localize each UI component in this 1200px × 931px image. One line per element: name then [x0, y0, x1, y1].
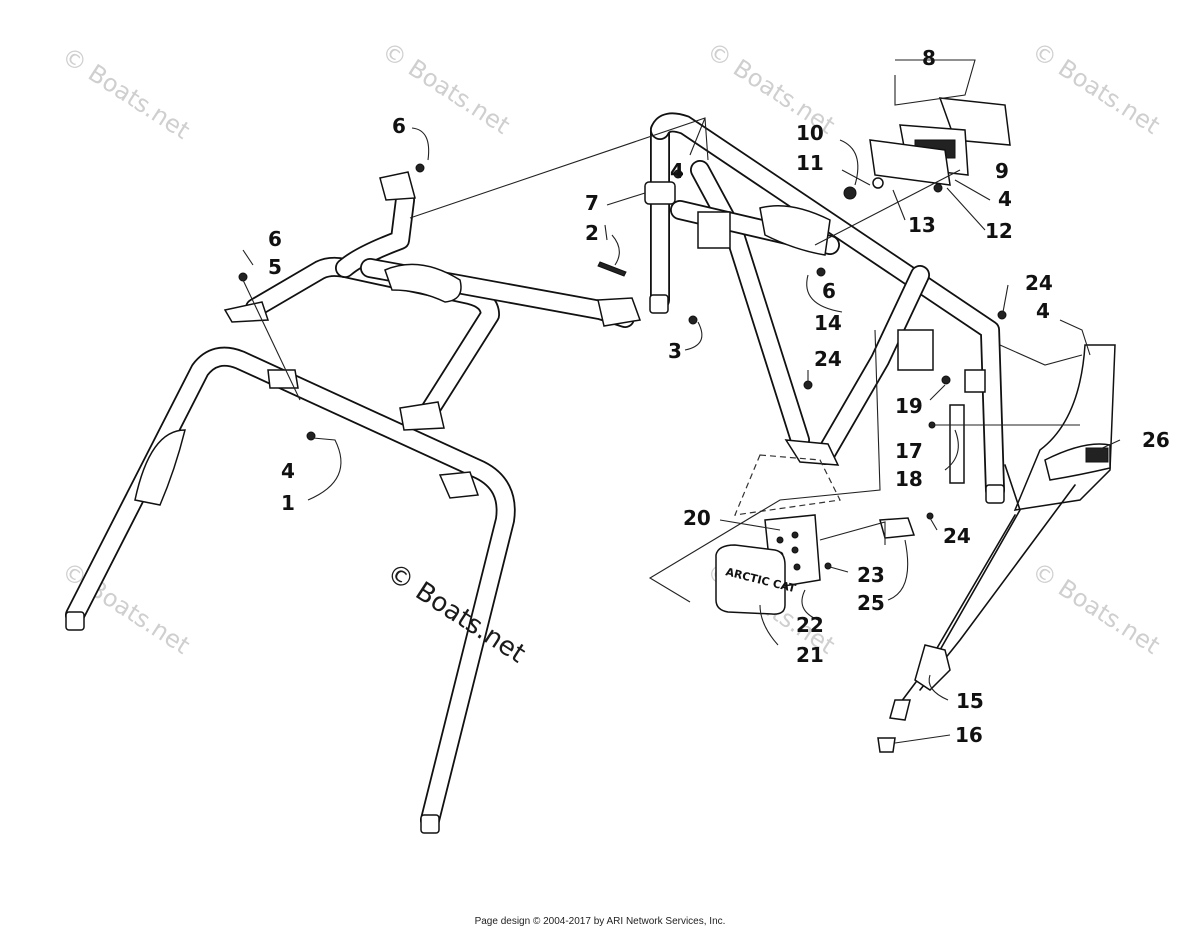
callout-12: 12	[985, 219, 1013, 243]
watermark: © Boats.net	[1027, 557, 1165, 660]
light-housing	[759, 205, 831, 256]
callout-17: 17	[895, 439, 923, 463]
watermark: © Boats.net	[1027, 37, 1165, 140]
reflector-strip	[949, 404, 965, 484]
front-brace	[223, 171, 642, 431]
callout-24: 24	[1025, 271, 1053, 295]
callout-11: 11	[796, 151, 824, 175]
hardware	[238, 163, 1007, 570]
callout-18: 18	[895, 467, 923, 491]
callout-numbers: 1 2 3 4 4 4 4 5 6 6 6 7 8 9 10 11 12 13 …	[268, 46, 1170, 747]
leader-lines	[242, 59, 1121, 744]
callout-6: 6	[268, 227, 282, 251]
license-plate-bracket: ARCTIC CAT	[715, 514, 916, 615]
watermark-main: © Boats.net	[381, 558, 530, 670]
callout-8: 8	[922, 46, 936, 70]
callout-4: 4	[670, 159, 684, 183]
callout-22: 22	[796, 613, 824, 637]
callout-9: 9	[995, 159, 1009, 183]
callout-15: 15	[956, 689, 984, 713]
rear-panel	[889, 344, 1116, 721]
callout-1: 1	[281, 491, 295, 515]
callout-19: 19	[895, 394, 923, 418]
connector	[877, 737, 896, 753]
callout-5: 5	[268, 255, 282, 279]
callout-23: 23	[857, 563, 885, 587]
tail-light-assembly	[843, 97, 1011, 200]
rear-roll-cage	[644, 112, 1005, 516]
callout-2: 2	[585, 221, 599, 245]
callout-26: 26	[1142, 428, 1170, 452]
callout-6: 6	[392, 114, 406, 138]
callout-10: 10	[796, 121, 824, 145]
callout-16: 16	[955, 723, 983, 747]
callout-14: 14	[814, 311, 842, 335]
callout-7: 7	[585, 191, 599, 215]
callout-6: 6	[822, 279, 836, 303]
callout-13: 13	[908, 213, 936, 237]
callout-4: 4	[998, 187, 1012, 211]
callout-25: 25	[857, 591, 885, 615]
callout-24: 24	[943, 524, 971, 548]
callout-21: 21	[796, 643, 824, 667]
callout-3: 3	[668, 339, 682, 363]
callout-4: 4	[1036, 299, 1050, 323]
callout-20: 20	[683, 506, 711, 530]
page-footer: Page design © 2004-2017 by ARI Network S…	[474, 916, 726, 927]
front-roll-bar	[65, 346, 516, 834]
callout-4: 4	[281, 459, 295, 483]
watermark: © Boats.net	[57, 42, 195, 145]
callout-24: 24	[814, 347, 842, 371]
